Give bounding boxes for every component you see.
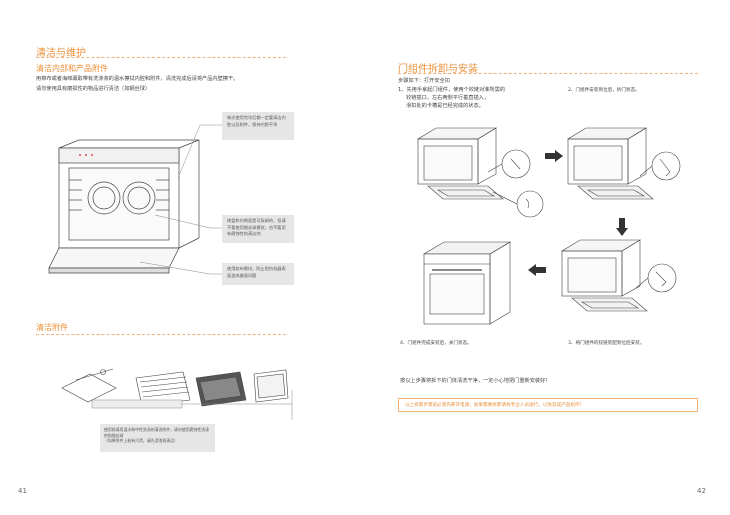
callout-surface: 使用软布擦拭，防止划伤机器表面造成美观问题 bbox=[222, 263, 294, 285]
reinstall-note: 按以上步骤将拆下的门体清洗干净，一定小心地把门重新安装好！ bbox=[400, 378, 551, 384]
callout-cavity: 每次使用完毕后都一定要清洁内腔以及附件，保持内腔干净 bbox=[222, 112, 294, 140]
callout-side-rack: 烤盘和内侧面是可拆卸的，但请不要使用钢丝球擦拭，也不要用有腐蚀性的清洁剂 bbox=[222, 215, 294, 243]
interior-text-line-1: 用棉布或者海绵蘸取带有洗涤液的温水擦拭内腔和附件，清洗完成后请将产品内壁擦干。 bbox=[36, 76, 239, 82]
left-title-rule bbox=[36, 57, 286, 58]
arrow-down-icon bbox=[616, 218, 628, 236]
step4-illustration bbox=[422, 241, 512, 325]
step2-illustration bbox=[566, 127, 681, 200]
step1-illustration bbox=[416, 127, 544, 218]
accessory-note-box: 使用前请用温水和中性洗涤剂清洗附件，请勿使用腐蚀性洗涤剂和钢丝球 （如果附件上粘… bbox=[100, 424, 215, 452]
step2-caption: 2、门组件安装到位后，拆门状态。 bbox=[568, 88, 640, 93]
step1-line-2: 铰链插口，左右两侧平行垂直插入， bbox=[406, 95, 490, 101]
right-section-title: 门组件拆卸与安装 bbox=[398, 64, 478, 75]
accessories-rule bbox=[36, 334, 286, 335]
accessory-frame bbox=[91, 390, 293, 420]
right-page-number: 42 bbox=[697, 487, 706, 495]
right-title-rule bbox=[398, 73, 698, 74]
left-section-title: 清洁与维护 bbox=[36, 48, 86, 59]
safety-warning: 以上拆卸步骤前必须先断开电源，如果需要拆卸请找专业人员进行，以免造成产品损坏！ bbox=[398, 398, 698, 412]
left-page-number: 41 bbox=[18, 487, 27, 495]
accessory-note-line-1: 使用前请用温水和中性洗涤剂清洗附件，请勿使用腐蚀性洗涤剂和钢丝球 bbox=[104, 427, 210, 438]
accessory-note-line-2: （如果附件上粘有污渍，请先浸泡再清洁） bbox=[104, 438, 178, 443]
interior-subhead: 清洁内部和产品附件 bbox=[36, 64, 108, 73]
accessories-subhead: 清洁附件 bbox=[36, 323, 68, 332]
interior-text-line-2: 请勿使用具有磨损性的物品进行清洁（如钢丝球） bbox=[36, 86, 151, 92]
step1-line-1: 1、先用手拿起门组件，使两个铰链对准所需的 bbox=[398, 87, 506, 93]
arrow-right-icon bbox=[545, 150, 563, 162]
step3-caption: 3、将门组件的铰链装配到位后安装。 bbox=[568, 341, 645, 346]
step4-caption: 4、门组件完成安装后，关门状态。 bbox=[400, 341, 472, 346]
arrow-left-icon bbox=[528, 264, 546, 276]
step1-line-3: 滑扣处的卡槽是已经完成的状态。 bbox=[406, 103, 484, 109]
steps-intro: 步骤如下：打开安全扣 bbox=[398, 78, 450, 84]
accessories-illustration bbox=[61, 368, 289, 407]
step3-illustration bbox=[560, 239, 677, 312]
